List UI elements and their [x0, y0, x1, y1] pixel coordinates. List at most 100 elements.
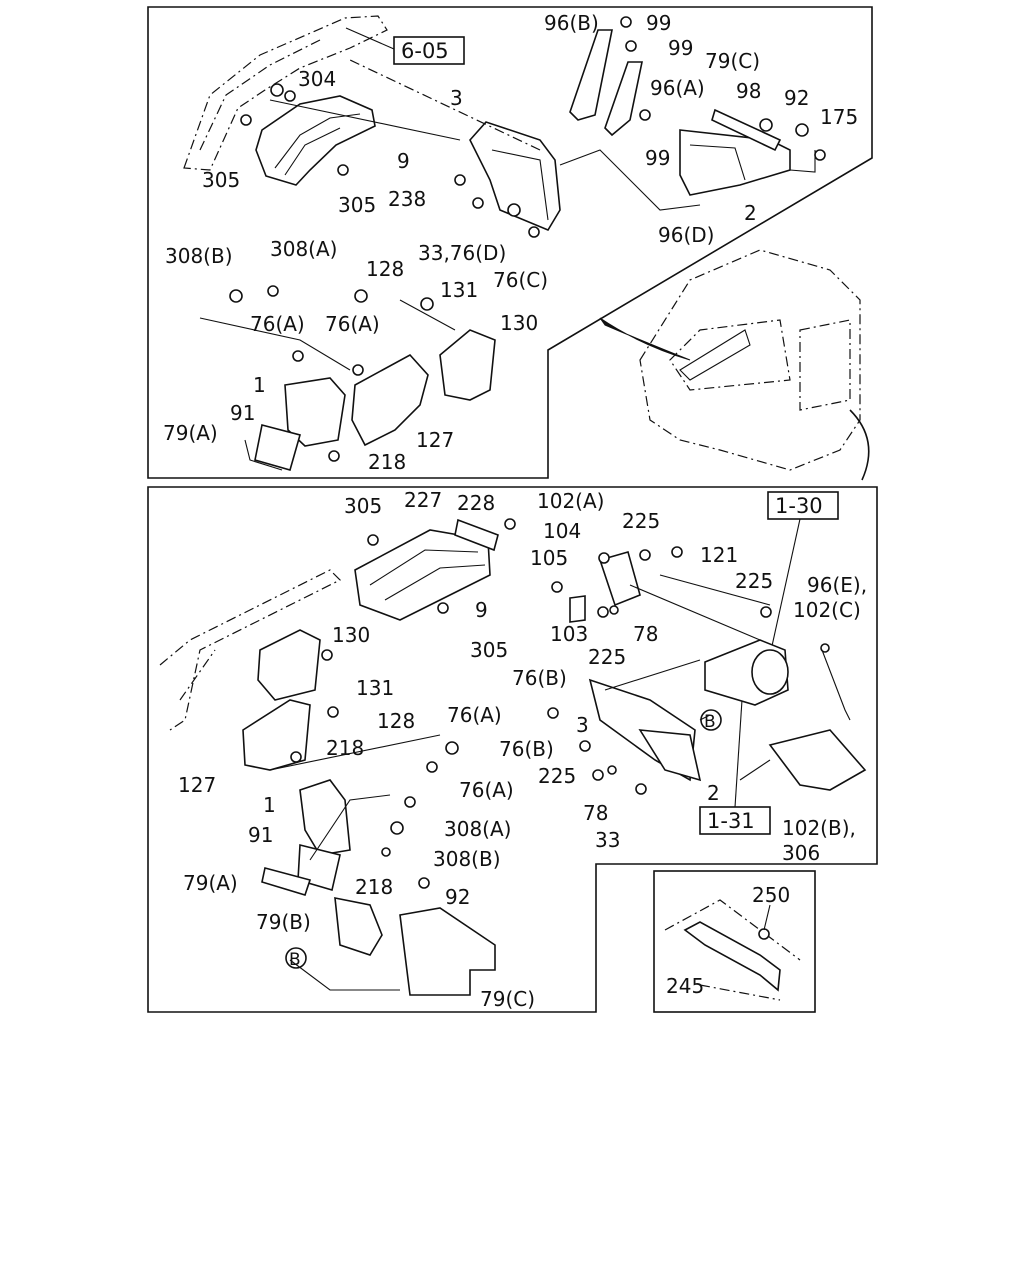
label-b-13: 103	[550, 622, 588, 646]
label-b-29: 1	[263, 793, 276, 817]
label-b-9: 96(E),	[807, 573, 867, 597]
label-b-14: 78	[633, 622, 658, 646]
ref-box-1-30-label: 1-30	[775, 494, 823, 518]
marker-b-2-text: B	[289, 950, 301, 970]
label-a-16: 96(D)	[658, 223, 714, 247]
panel-bottom-right: 250 245	[653, 870, 816, 1013]
label-b-28: 127	[178, 773, 216, 797]
label-a-24: 76(A)	[250, 312, 305, 336]
label-b-35: 306	[782, 841, 820, 865]
label-b-4: 104	[543, 519, 581, 543]
ref-box-1-31-label: 1-31	[707, 809, 755, 833]
label-a-30: 218	[368, 450, 406, 474]
label-b-33: 33	[595, 828, 620, 852]
label-a-19: 308(B)	[165, 244, 233, 268]
mud-flap-91	[254, 424, 301, 471]
mud-flap-91-b	[297, 843, 341, 892]
panel-top-labels: 96(B) 99 99 79(C) 96(A) 98 92 175 3 304 …	[163, 11, 858, 474]
label-a-3: 79(C)	[705, 49, 760, 73]
label-b-20: 128	[377, 709, 415, 733]
label-a-7: 175	[820, 105, 858, 129]
label-b-39: 79(B)	[256, 910, 311, 934]
label-a-0: 96(B)	[544, 11, 599, 35]
label-b-19: 3	[576, 713, 589, 737]
label-b-1: 227	[404, 488, 442, 512]
bracket-130	[439, 329, 496, 401]
label-a-12: 9	[397, 149, 410, 173]
label-b-40: 79(C)	[480, 987, 535, 1011]
label-b-34: 102(B),	[782, 816, 856, 840]
bracket-102b	[768, 729, 867, 791]
label-b-26: 78	[583, 801, 608, 825]
label-b-18: 76(B)	[512, 666, 567, 690]
label-c-1: 245	[666, 974, 704, 998]
label-b-32: 308(B)	[433, 847, 501, 871]
label-a-6: 92	[784, 86, 809, 110]
label-b-22: 76(B)	[499, 737, 554, 761]
label-b-37: 218	[355, 875, 393, 899]
marker-b-1-text: B	[704, 712, 716, 732]
label-b-10: 102(C)	[793, 598, 861, 622]
bracket-1	[284, 377, 346, 447]
label-b-24: 76(A)	[459, 778, 514, 802]
label-a-9: 304	[298, 67, 336, 91]
label-b-11: 9	[475, 598, 488, 622]
label-a-28: 79(A)	[163, 421, 218, 445]
label-a-25: 76(A)	[325, 312, 380, 336]
ref-box-1-30	[767, 491, 839, 520]
panel-middle-labels: 305 227 228 102(A) 104 225 105 121 225 9…	[178, 488, 867, 1011]
label-b-23: 218	[326, 736, 364, 760]
label-b-27: 2	[707, 781, 720, 805]
label-a-4: 96(A)	[650, 76, 705, 100]
label-a-15: 2	[744, 201, 757, 225]
bracket-79c	[399, 907, 496, 996]
label-b-7: 121	[700, 543, 738, 567]
label-b-0: 305	[344, 494, 382, 518]
bracket-127	[351, 353, 429, 447]
label-b-5: 225	[622, 509, 660, 533]
label-b-2: 228	[457, 491, 495, 515]
label-a-17: 33,76(D)	[418, 241, 506, 265]
bracket-79b	[334, 897, 383, 956]
label-a-14: 305	[338, 193, 376, 217]
label-a-27: 91	[230, 401, 255, 425]
label-a-1: 99	[646, 11, 671, 35]
label-a-21: 128	[366, 257, 404, 281]
label-b-21: 76(A)	[447, 703, 502, 727]
panel-top: 6-05	[147, 6, 873, 481]
label-b-15: 225	[588, 645, 626, 669]
label-b-6: 105	[530, 546, 568, 570]
label-b-3: 102(A)	[537, 489, 604, 513]
bracket-2-b	[638, 729, 702, 782]
fender-245	[683, 921, 781, 992]
label-c-0: 250	[752, 883, 790, 907]
label-a-26: 1	[253, 373, 266, 397]
label-b-31: 91	[248, 823, 273, 847]
cab-illustration	[599, 249, 870, 481]
label-a-18: 76(C)	[493, 268, 548, 292]
label-a-5: 98	[736, 79, 761, 103]
label-a-2: 99	[668, 36, 693, 60]
label-a-22: 131	[440, 278, 478, 302]
bracket-130-b	[257, 629, 321, 701]
label-a-13: 238	[388, 187, 426, 211]
label-a-20: 308(A)	[270, 237, 337, 261]
label-b-30: 308(A)	[444, 817, 511, 841]
label-b-36: 79(A)	[183, 871, 238, 895]
label-a-10: 99	[645, 146, 670, 170]
ref-box-6-05	[393, 36, 465, 65]
label-b-25: 225	[538, 764, 576, 788]
label-b-8: 225	[735, 569, 773, 593]
label-b-12: 305	[470, 638, 508, 662]
panel-middle: 1-30 1-31	[147, 486, 878, 1013]
label-a-8: 3	[450, 86, 463, 110]
bracket-1-b	[299, 779, 351, 856]
label-a-23: 130	[500, 311, 538, 335]
marker-b: B B	[285, 709, 722, 970]
label-b-38: 92	[445, 885, 470, 909]
ref-box-6-05-label: 6-05	[401, 39, 449, 63]
label-b-17: 131	[356, 676, 394, 700]
label-b-16: 130	[332, 623, 370, 647]
label-a-29: 127	[416, 428, 454, 452]
